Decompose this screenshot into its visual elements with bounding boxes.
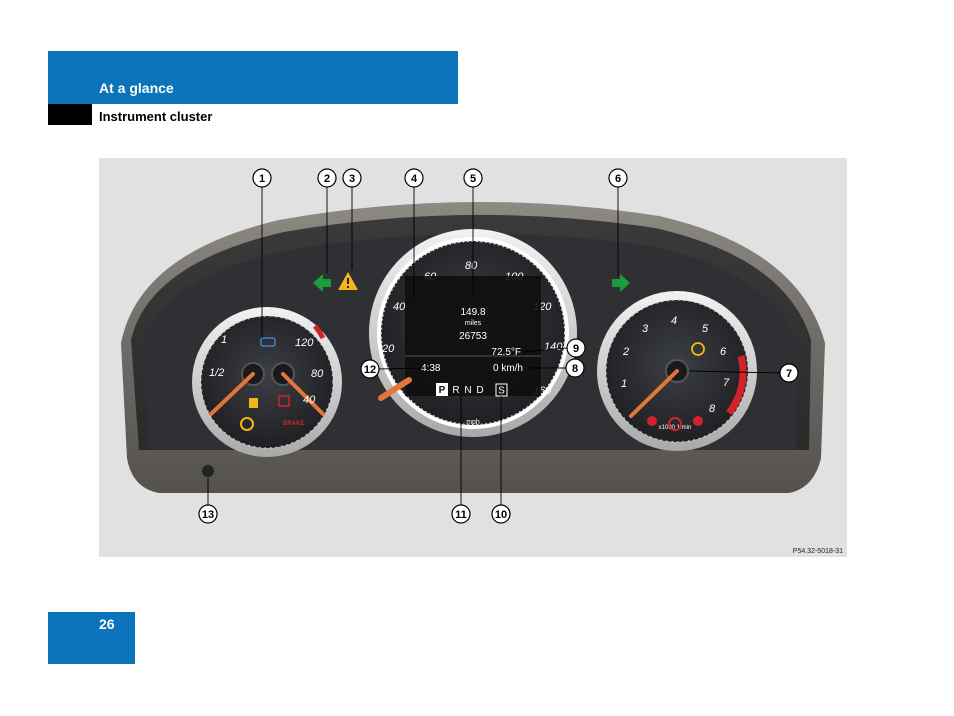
svg-text:12: 12	[364, 364, 376, 376]
speed-label-40: 40	[393, 301, 406, 313]
temp-needle	[281, 372, 325, 416]
fuel-needle	[209, 372, 255, 416]
total-odometer-value: 26753	[459, 331, 487, 342]
svg-text:10: 10	[495, 509, 507, 521]
svg-text:8: 8	[572, 363, 578, 375]
reset-knob	[200, 463, 216, 479]
callout-1: 1	[252, 168, 272, 188]
tach-label-2: 2	[622, 346, 629, 358]
section-marker	[48, 104, 92, 125]
svg-text:5: 5	[470, 173, 476, 185]
fuel-coolant-gauge: 1 1/2 120 80 40 BRAKE	[192, 307, 342, 457]
page-number-box	[48, 612, 135, 664]
svg-text:2: 2	[324, 173, 330, 185]
tach-label-8: 8	[709, 403, 716, 415]
tach-label-5: 5	[702, 323, 709, 335]
speed-label-20: 20	[381, 343, 395, 355]
callout-7: 7	[779, 363, 799, 383]
fuel-label-half: 1/2	[209, 367, 224, 379]
temp-red-zone	[313, 324, 326, 340]
temp-label-120: 120	[295, 337, 314, 349]
tach-red-zone	[726, 355, 747, 416]
header-band	[48, 51, 458, 104]
svg-text:1: 1	[259, 173, 265, 185]
clock-display: 4:38	[421, 363, 441, 374]
tach-unit: x1000 1/min	[659, 425, 692, 431]
tachometer: 1 2 3 4 5 6 7 8 x1000 1/min	[597, 291, 757, 451]
tach-needle	[629, 369, 679, 418]
callout-leaders	[207, 187, 781, 505]
subsection-title: Instrument cluster	[99, 109, 213, 124]
tach-label-1: 1	[621, 378, 627, 390]
drive-program-indicator: S	[498, 386, 505, 397]
tach-label-7: 7	[723, 377, 730, 389]
speedometer-needle	[378, 377, 412, 401]
tach-label-3: 3	[642, 323, 649, 335]
trip-odometer-unit: miles	[465, 320, 482, 327]
right-turn-signal-icon	[612, 274, 630, 292]
tire-pressure-icon	[691, 342, 705, 356]
digital-speedometer: 0 km/h	[493, 363, 523, 374]
callout-13: 13	[198, 504, 218, 524]
tach-label-4: 4	[671, 315, 677, 327]
speed-label-140: 140	[544, 341, 563, 353]
parking-brake-icon	[668, 417, 682, 431]
svg-text:6: 6	[615, 173, 621, 185]
page-number: 26	[99, 616, 115, 632]
svg-text:4: 4	[411, 173, 418, 185]
svg-text:13: 13	[202, 509, 214, 521]
instrument-cluster-figure: 1 1/2 120 80 40 BRAKE 20 40 60 80 100 12…	[99, 158, 847, 557]
callout-2: 2	[317, 168, 337, 188]
callout-11: 11	[451, 504, 471, 524]
speed-unit: mph	[466, 419, 480, 426]
callout-8: 8	[565, 358, 585, 378]
fuel-label-full: 1	[221, 334, 227, 346]
svg-text:3: 3	[349, 173, 355, 185]
svg-text:11: 11	[455, 509, 467, 521]
gear-reverse: R	[452, 385, 459, 396]
speed-label-80: 80	[465, 260, 478, 272]
coolant-warning-icon	[278, 395, 290, 407]
callout-9: 9	[566, 338, 586, 358]
callout-3: 3	[342, 168, 362, 188]
callout-12: 12	[360, 359, 380, 379]
outside-temperature: 72.5°F	[491, 347, 521, 358]
callout-6: 6	[608, 168, 628, 188]
seat-belt-icon	[647, 416, 657, 426]
trip-odometer-value: 149.8	[460, 307, 485, 318]
left-turn-signal-icon	[313, 274, 331, 292]
section-title: At a glance	[99, 80, 174, 96]
low-beam-icon	[260, 337, 276, 347]
speedometer: 20 40 60 80 100 120 140 160 149.8 miles …	[369, 229, 577, 437]
svg-text:9: 9	[573, 343, 579, 355]
instrument-cluster-illustration: 1 1/2 120 80 40 BRAKE 20 40 60 80 100 12…	[121, 168, 825, 524]
callouts: 1 2 3 4 5 6 7 8 9 10 11 12 13	[198, 168, 799, 524]
brake-warning-label: BRAKE	[283, 421, 304, 427]
temp-label-40: 40	[303, 394, 316, 406]
gear-neutral: N	[464, 385, 471, 396]
airbag-icon	[693, 416, 703, 426]
gear-drive: D	[476, 385, 483, 396]
temp-label-80: 80	[311, 368, 324, 380]
tach-label-6: 6	[720, 346, 727, 358]
callout-4: 4	[404, 168, 424, 188]
callout-10: 10	[491, 504, 511, 524]
svg-text:7: 7	[786, 368, 792, 380]
check-engine-icon	[240, 417, 254, 431]
figure-reference: P54.32-5018-31	[792, 548, 843, 555]
fuel-reserve-icon	[249, 398, 258, 408]
callout-5: 5	[463, 168, 483, 188]
gear-park: P	[439, 385, 446, 396]
